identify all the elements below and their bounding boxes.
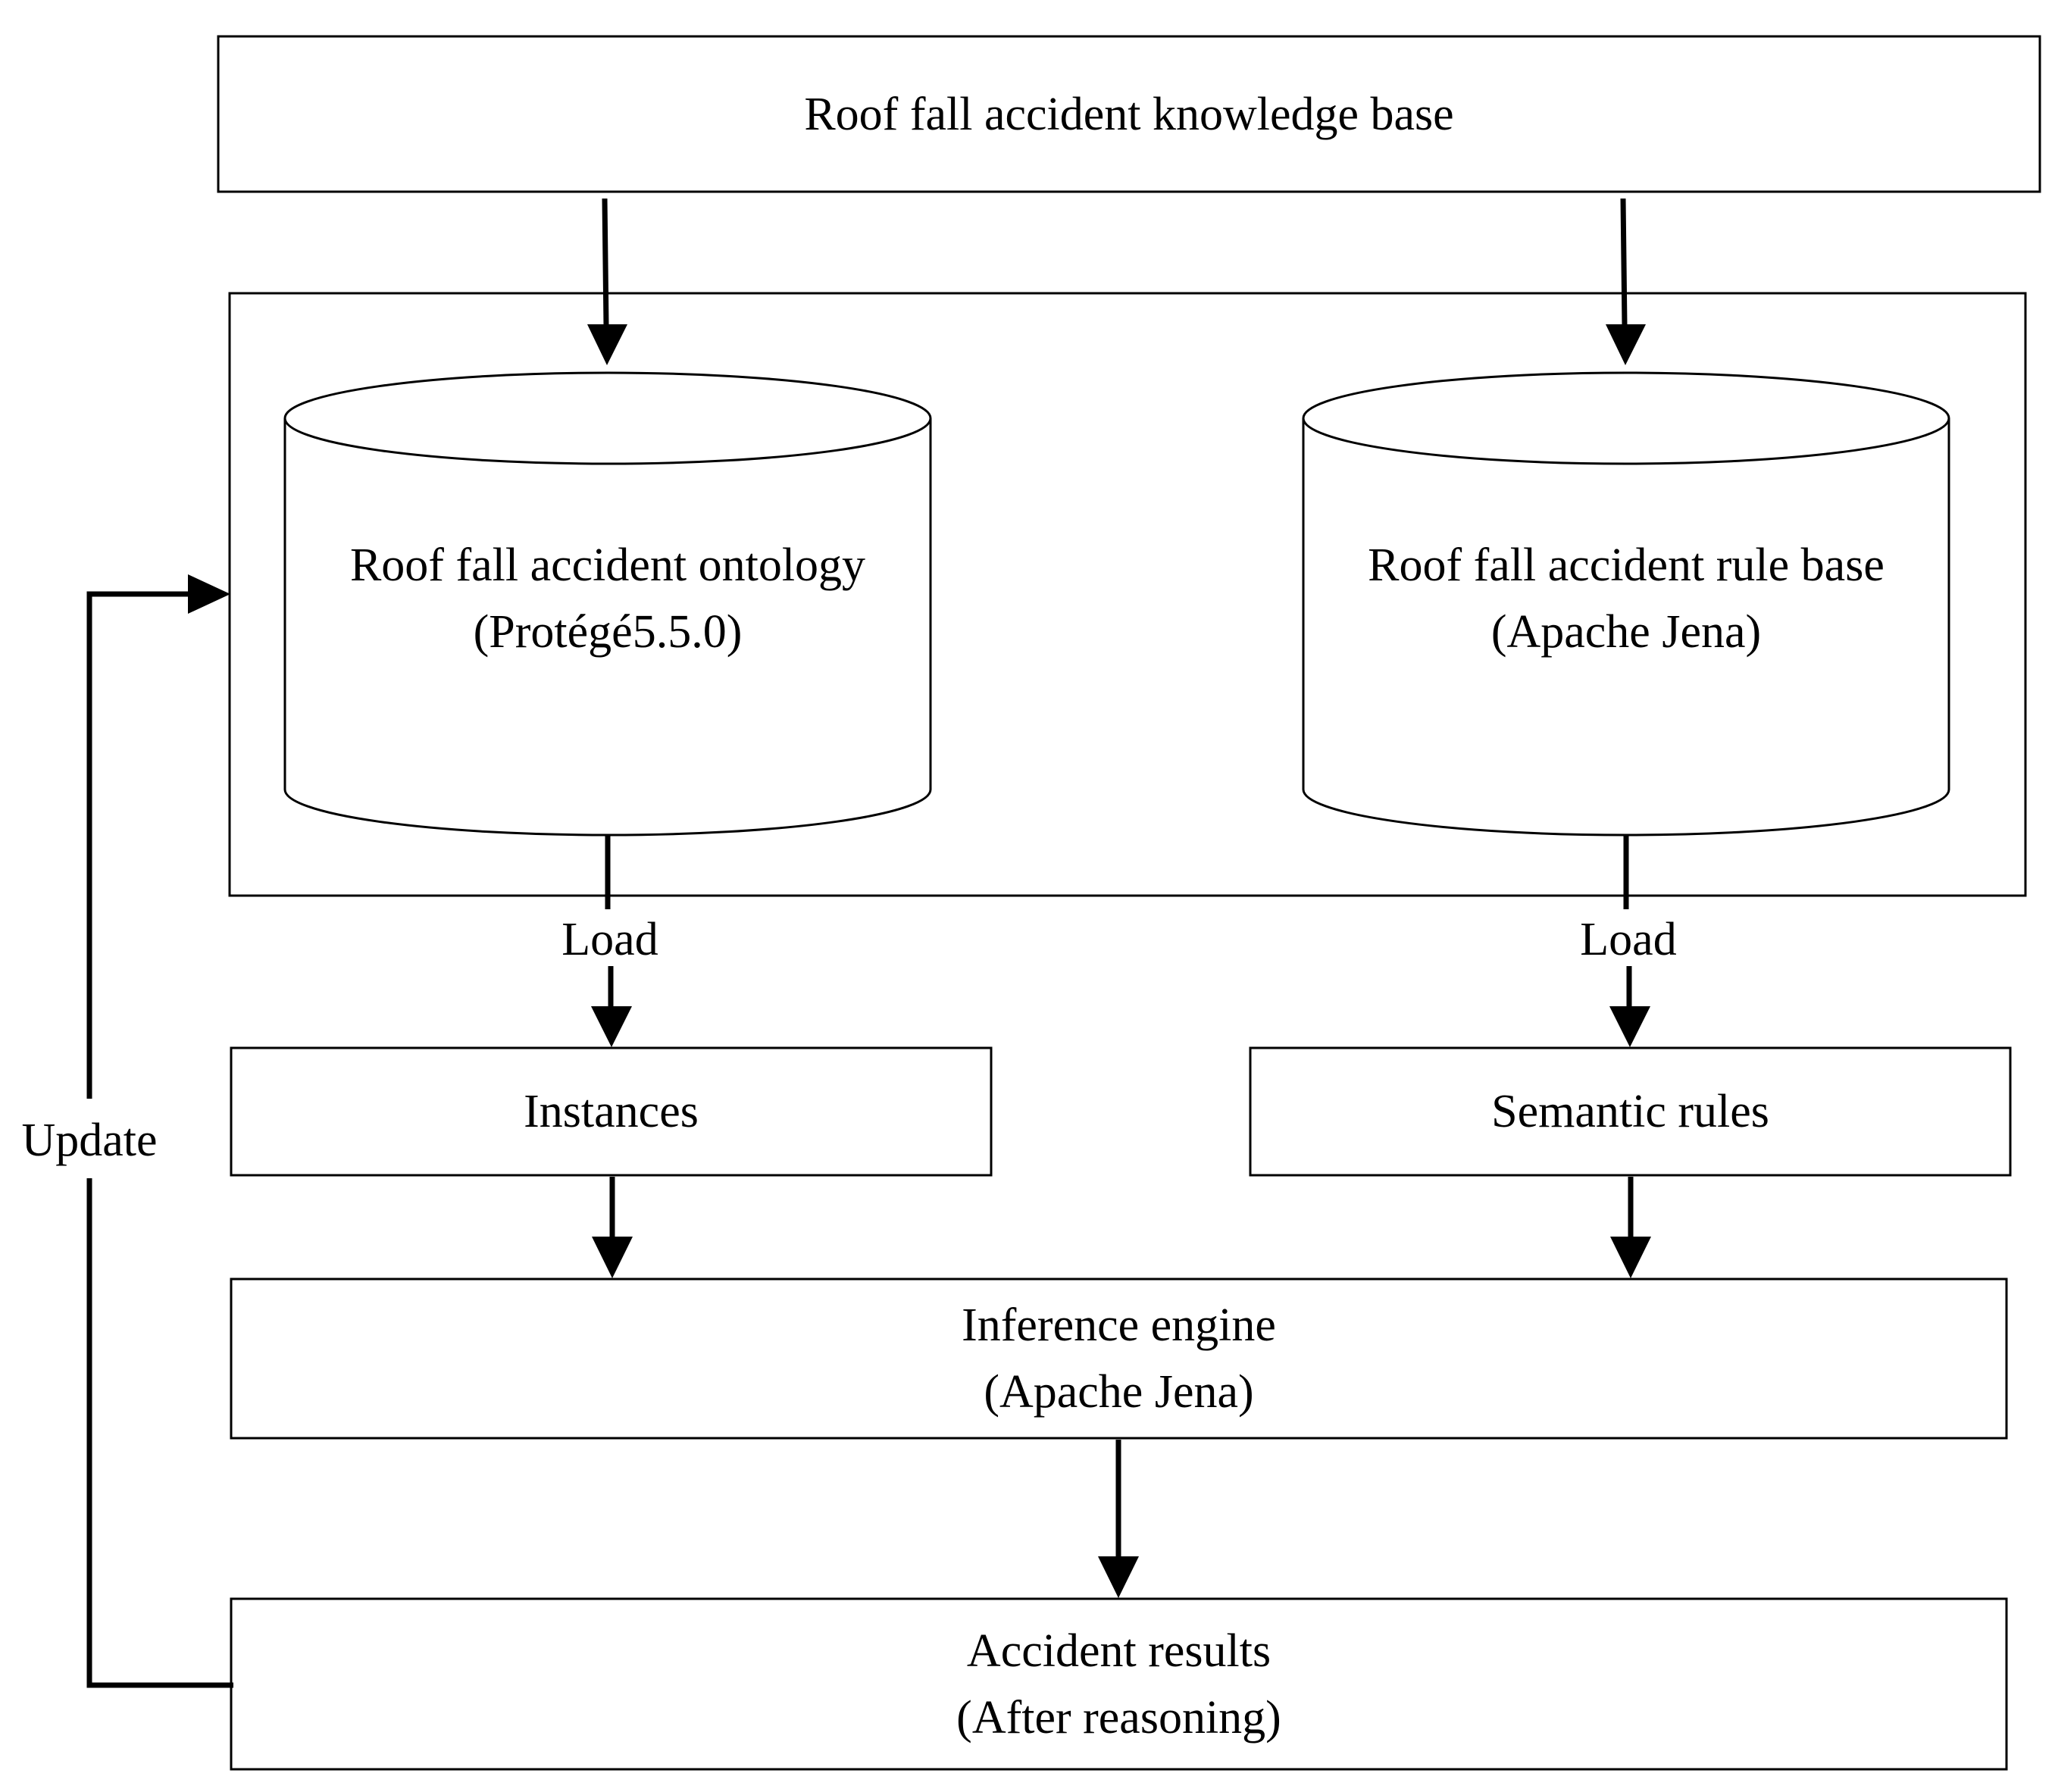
update-feedback-line-upper [86, 591, 189, 1099]
rule-base-cylinder [1302, 371, 1950, 837]
rule-base-title: Roof fall accident rule base [1368, 539, 1885, 591]
ontology-cylinder [283, 371, 932, 837]
arrowhead-load-to-semantic-rules [1609, 1006, 1650, 1047]
update-label: Update [21, 1115, 158, 1166]
knowledge-base-box [217, 35, 2041, 193]
inference-engine-title: Inference engine [962, 1299, 1276, 1351]
accident-results-title: Accident results [966, 1625, 1271, 1677]
rule-base-label: Roof fall accident rule base (Apache Jen… [1303, 530, 1949, 667]
instances-box [230, 1046, 993, 1177]
accident-results-label: Accident results (After reasoning) [231, 1599, 2007, 1769]
accident-results-note: (After reasoning) [956, 1691, 1281, 1744]
semantic-rules-box [1249, 1046, 2012, 1177]
arrow-kb-to-rule-base [1620, 198, 1628, 327]
ontology-title: Roof fall accident ontology [349, 539, 866, 591]
arrow-kb-to-ontology [602, 198, 610, 333]
arrowhead-inference-to-results [1098, 1556, 1139, 1598]
arrowhead-update-to-container [188, 574, 230, 614]
inference-engine-label: Inference engine (Apache Jena) [231, 1279, 2007, 1438]
arrowhead-instances-to-inference [592, 1237, 633, 1278]
ontology-label: Roof fall accident ontology (Protégé5.5.… [285, 530, 931, 667]
inference-engine-tool: (Apache Jena) [984, 1366, 1254, 1418]
arrowhead-load-to-instances [591, 1006, 632, 1047]
storage-container-box [228, 292, 2027, 897]
arrowhead-semantic-rules-to-inference [1610, 1237, 1651, 1278]
load-right-label: Load [1580, 914, 1677, 965]
semantic-rules-label: Semantic rules [1491, 1086, 1769, 1137]
instances-label: Instances [524, 1086, 699, 1137]
update-feedback-line [86, 1178, 233, 1688]
rule-base-tool: (Apache Jena) [1490, 606, 1762, 658]
inference-engine-box [230, 1278, 2008, 1440]
arrowhead-kb-to-rule-base [1606, 324, 1646, 365]
knowledge-base-label: Roof fall accident knowledge base [804, 88, 1454, 140]
ontology-tool: (Protégé5.5.0) [473, 606, 743, 658]
load-left-label: Load [561, 914, 658, 965]
arrowhead-kb-to-ontology [587, 324, 627, 365]
